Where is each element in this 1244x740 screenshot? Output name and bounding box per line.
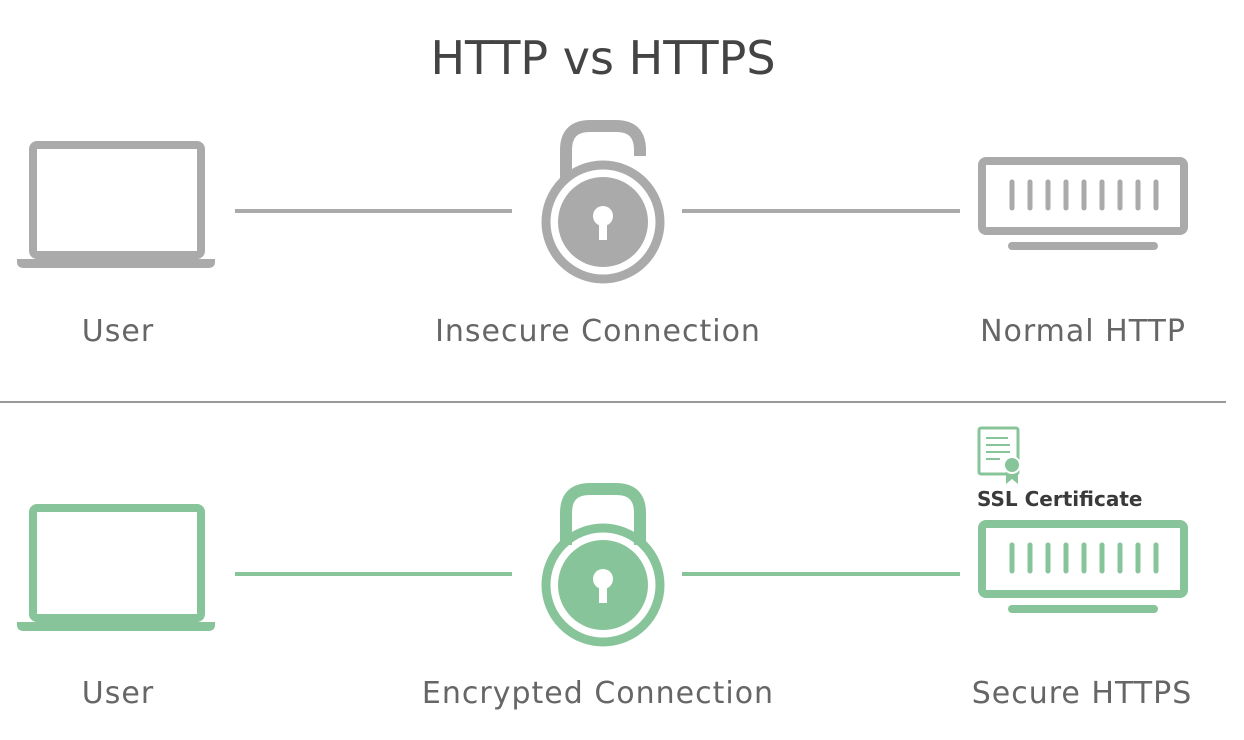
server-icon (978, 157, 1188, 250)
secure-https-label: Secure HTTPS (972, 676, 1193, 711)
encrypted-connection-label: Encrypted Connection (422, 676, 774, 711)
laptop-icon (17, 141, 215, 268)
http-row (17, 120, 1188, 284)
certificate-icon (977, 426, 1021, 484)
https-user-label: User (82, 676, 154, 711)
server-icon (978, 520, 1188, 613)
http-user-label: User (82, 314, 154, 349)
insecure-connection-label: Insecure Connection (435, 314, 761, 349)
locked-padlock-icon (541, 483, 665, 647)
https-row (17, 426, 1188, 647)
unlocked-padlock-icon (541, 120, 665, 284)
ssl-certificate-label: SSL Certificate (977, 487, 1142, 511)
laptop-icon (17, 504, 215, 631)
normal-http-label: Normal HTTP (980, 314, 1186, 349)
diagram-title: HTTP vs HTTPS (430, 31, 775, 85)
